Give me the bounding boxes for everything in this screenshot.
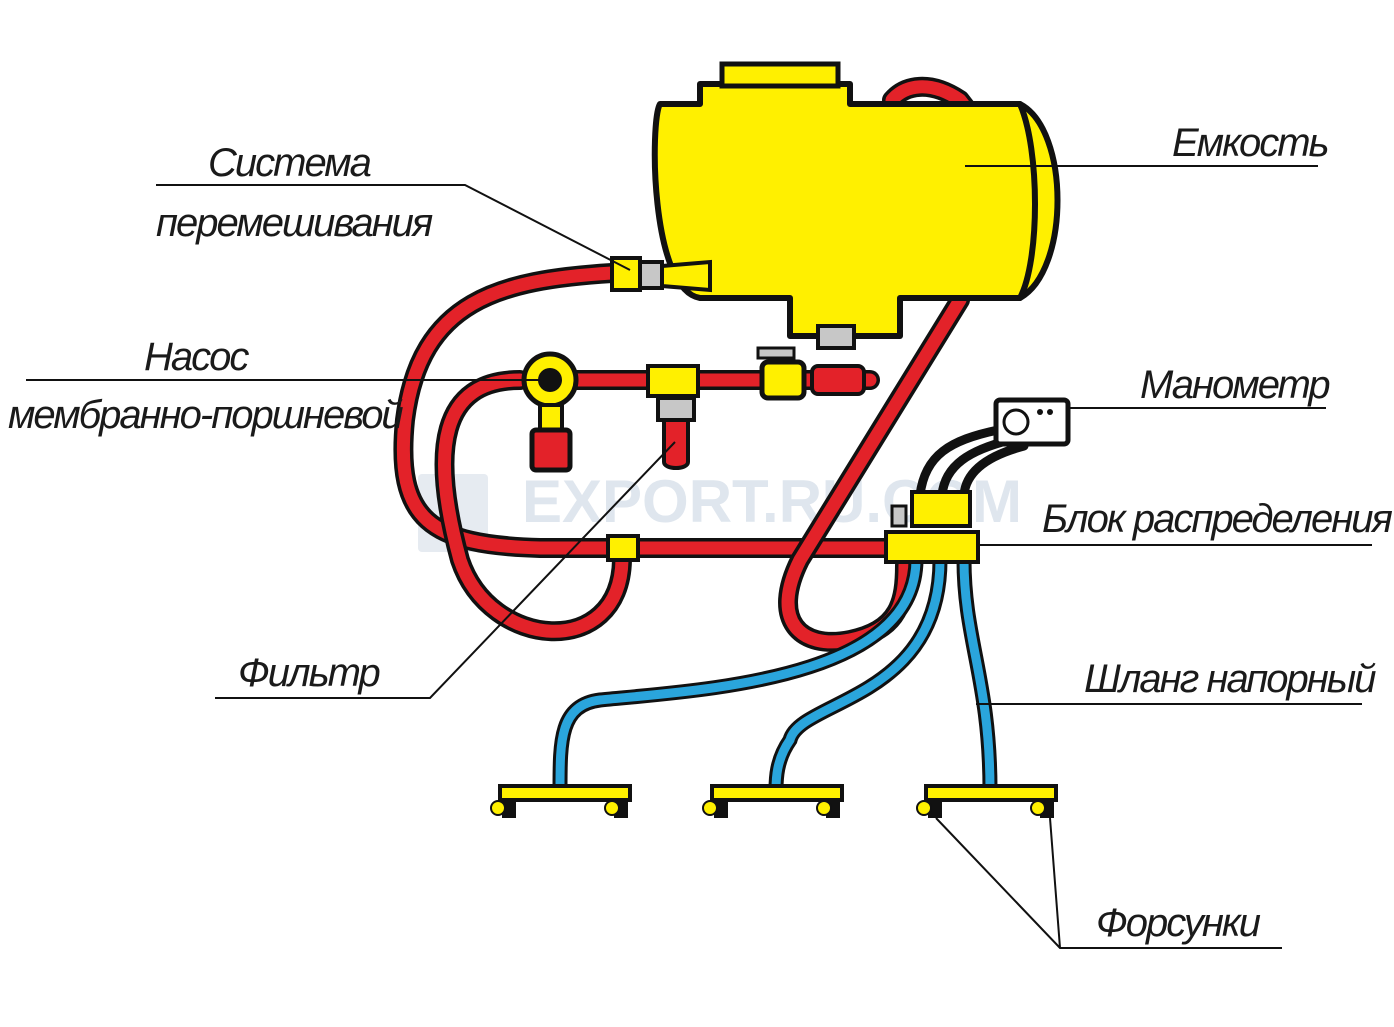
label-tank: Емкость <box>1172 121 1328 165</box>
blue-hoses <box>552 552 998 798</box>
tank-lid <box>719 61 841 89</box>
label-mixing-line2: перемешивания <box>156 201 433 245</box>
pump <box>521 346 866 473</box>
distribution-block <box>884 490 980 564</box>
leader-nozzles <box>935 817 1282 949</box>
label-pump-line1: Насос <box>144 335 249 379</box>
nozzle-boom-1 <box>490 784 632 818</box>
leader-lines <box>26 165 1372 949</box>
label-manometer: Манометр <box>1140 363 1329 407</box>
label-mixing-line1: Система <box>208 141 371 185</box>
labels: Емкость Система перемешивания Насос мемб… <box>8 121 1394 945</box>
label-pressure-hose: Шланг напорный <box>1084 657 1376 701</box>
nozzle-booms <box>490 784 1058 818</box>
leader-filter <box>215 441 676 699</box>
label-filter: Фильтр <box>238 651 380 695</box>
label-distribution-block: Блок распределения <box>1042 497 1392 541</box>
nozzle-boom-2 <box>702 784 844 818</box>
nozzle-boom-3 <box>916 784 1058 818</box>
label-nozzles: Форсунки <box>1096 901 1261 945</box>
filter <box>606 396 696 562</box>
leader-mixing <box>156 184 631 271</box>
manometer <box>915 397 1071 500</box>
tank <box>651 61 1061 350</box>
label-pump-line2: мембранно-поршневой <box>8 393 403 437</box>
mixing-system-fitting <box>610 256 712 293</box>
